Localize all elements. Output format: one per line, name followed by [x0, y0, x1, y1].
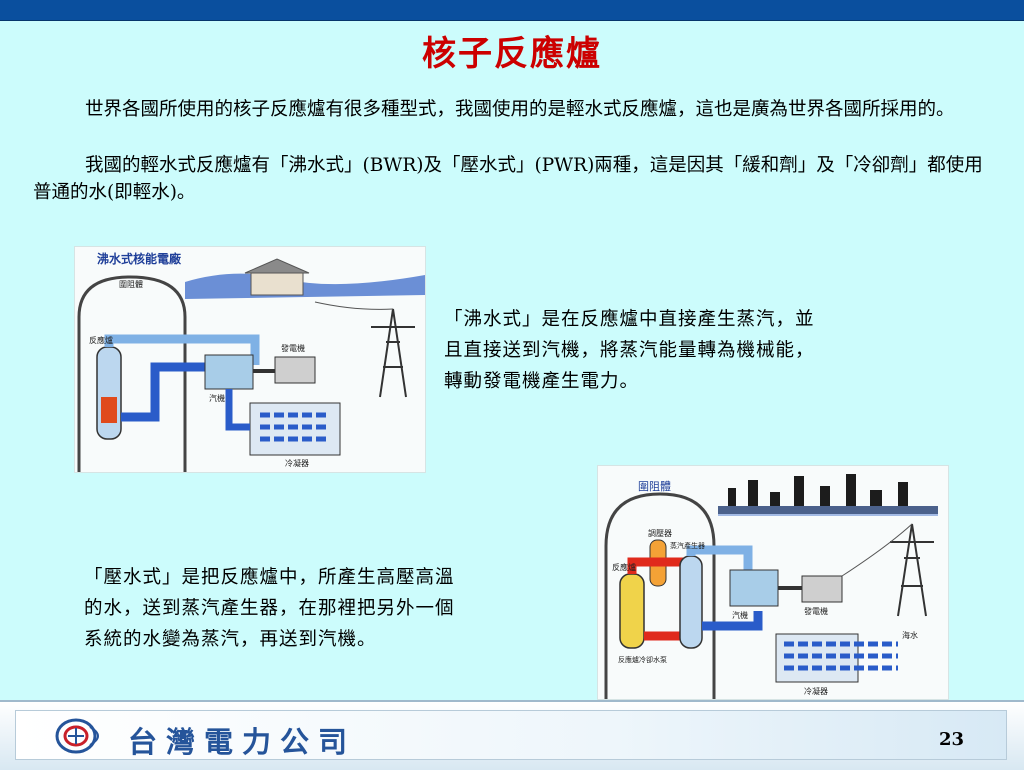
bwr-caption-line: 「沸水式」是在反應爐中直接產生蒸汽，並 [444, 309, 815, 330]
sea-wave [185, 273, 425, 299]
bwr-caption-line: 轉動發電機產生電力。 [444, 371, 640, 392]
pwr-caption-line: 的水，送到蒸汽產生器，在那裡把另外一個 [84, 598, 455, 619]
taipower-logo-icon [55, 718, 99, 754]
house-roof [244, 258, 310, 274]
pressurizer-label: 調壓器 [648, 528, 672, 538]
pwr-caption-line: 「壓水式」是把反應爐中，所產生高壓高溫 [84, 567, 455, 588]
footer-band: 台灣電力公司 23 [15, 710, 1007, 760]
power-tower-icon [371, 308, 415, 398]
steam-pipe [686, 545, 753, 574]
power-tower-icon [890, 523, 934, 617]
reactor-vessel [96, 346, 122, 440]
generator-label: 發電機 [281, 343, 305, 353]
reactor-vessel [619, 573, 645, 649]
reactor-core [101, 397, 117, 423]
pwr-caption-line: 系統的水變為蒸汽，再送到汽機。 [84, 629, 377, 650]
generator-icon [801, 575, 843, 603]
containment-dome [77, 275, 187, 472]
bwr-caption: 「沸水式」是在反應爐中直接產生蒸汽，並 且直接送到汽機，將蒸汽能量轉為機械能， … [444, 304, 944, 397]
generator-icon [274, 356, 316, 384]
sky-haze [718, 506, 938, 516]
containment-dome [604, 492, 716, 699]
steam-generator-label: 蒸汽產生器 [670, 541, 705, 550]
reactor-label: 反應爐 [89, 335, 113, 345]
steam-pipe [104, 334, 260, 365]
city-skyline [718, 474, 938, 514]
top-bar [0, 0, 1024, 21]
power-line [314, 301, 394, 310]
pwr-caption: 「壓水式」是把反應爐中，所產生高壓高溫 的水，送到蒸汽產生器，在那裡把另外一個 … [84, 562, 584, 655]
turbine-icon [729, 569, 779, 607]
page-number: 23 [938, 729, 964, 750]
feedwater-pipe [702, 611, 763, 631]
company-name: 台灣電力公司 [128, 725, 357, 759]
turbine-label: 汽機 [732, 610, 748, 620]
steam-generator-icon [679, 555, 703, 649]
slide-title: 核子反應爐 [422, 34, 602, 74]
footer: 台灣電力公司 23 [0, 700, 1024, 770]
bwr-diagram-title: 沸水式核能電廠 [97, 251, 182, 266]
bwr-diagram: 沸水式核能電廠 圍阻體 反應爐 發電機 汽機 冷凝器 [74, 246, 426, 473]
generator-label: 發電機 [804, 606, 828, 616]
pwr-diagram: 圍阻體 反應爐 調壓器 蒸汽產生器 發電機 汽機 海水 冷凝器 反應爐冷卻水泵 [597, 465, 949, 700]
intro-paragraph-text: 世界各國所使用的核子反應爐有很多種型式，我國使用的是輕水式反應爐，這也是廣為世界… [85, 99, 955, 120]
condenser-label: 冷凝器 [285, 458, 309, 468]
power-line [841, 523, 913, 577]
containment-label: 圍阻體 [638, 480, 671, 493]
feedwater-pipe [121, 362, 225, 422]
return-pipe [225, 389, 250, 431]
bwr-caption-line: 且直接送到汽機，將蒸汽能量轉為機械能， [444, 340, 815, 361]
containment-label: 圍阻體 [119, 279, 143, 289]
condenser-label: 冷凝器 [804, 686, 828, 696]
pump-label: 反應爐冷卻水泵 [618, 655, 667, 664]
reactor-types-paragraph-text: 我國的輕水式反應爐有「沸水式」(BWR)及「壓水式」(PWR)兩種，這是因其「緩… [33, 155, 983, 203]
reactor-label: 反應爐 [612, 562, 636, 572]
house-icon [250, 270, 304, 296]
turbine-label: 汽機 [209, 393, 225, 403]
condenser-tubes [784, 641, 898, 671]
condenser-tubes [260, 412, 330, 442]
pwr-diagram-illustration: 圍阻體 反應爐 調壓器 蒸汽產生器 發電機 汽機 海水 冷凝器 反應爐冷卻水泵 [604, 474, 938, 699]
intro-paragraph: 世界各國所使用的核子反應爐有很多種型式，我國使用的是輕水式反應爐，這也是廣為世界… [33, 96, 983, 123]
reactor-types-paragraph: 我國的輕水式反應爐有「沸水式」(BWR)及「壓水式」(PWR)兩種，這是因其「緩… [33, 152, 983, 206]
bwr-diagram-illustration: 沸水式核能電廠 圍阻體 反應爐 發電機 汽機 冷凝器 [77, 251, 425, 472]
turbine-icon [204, 354, 254, 390]
water-label: 海水 [902, 630, 918, 640]
